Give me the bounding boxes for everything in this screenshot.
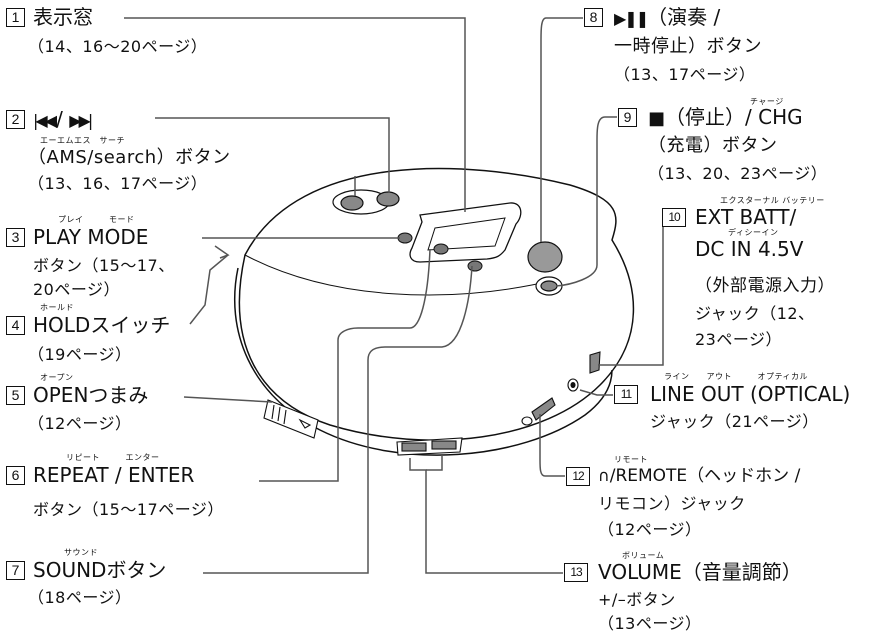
label-8-desc: 一時停止）ボタン <box>614 36 762 57</box>
label-9-ruby: チャージ <box>750 97 784 106</box>
label-13-number: 13 <box>564 563 588 582</box>
label-9-text: （停止）/ CHG <box>665 105 803 129</box>
label-12-pages: （12ページ） <box>598 520 702 539</box>
label-4-pages: （19ページ） <box>28 345 132 364</box>
play-stop-buttons <box>527 241 563 296</box>
label-7-ruby: サウンド <box>64 548 98 557</box>
side-jacks <box>567 351 601 392</box>
label-12-desc: リモコン）ジャック <box>598 494 746 513</box>
label-5-ruby: オープン <box>40 373 74 382</box>
label-9-pages: （13、20、23ページ） <box>648 164 828 183</box>
label-11-ruby: ライン アウト オプティカル <box>664 372 809 381</box>
stop-square-icon: ■ <box>648 108 666 129</box>
label-4-number: 4 <box>6 316 25 335</box>
skip-prev-next-icon: |◀◀ <box>33 111 57 130</box>
label-2-number: 2 <box>6 110 25 129</box>
label-3-number: 3 <box>6 228 25 247</box>
label-5-number: 5 <box>6 386 25 405</box>
label-9-title: ■（停止）/ CHG <box>648 106 803 130</box>
label-6-ruby: リピート エンター <box>66 453 160 462</box>
label-11-number: 11 <box>614 385 638 404</box>
leader-lines <box>124 17 664 574</box>
label-2-title: |◀◀ / ▶▶| <box>33 107 93 132</box>
label-8-text: （演奏 / <box>647 5 721 29</box>
label-10-desc: （外部電源入力） <box>695 276 835 296</box>
open-slider <box>263 399 319 439</box>
label-3-pages: 20ページ） <box>33 280 121 299</box>
label-7-title: SOUNDボタン <box>33 558 167 582</box>
label-12-ruby: リモート <box>614 455 648 464</box>
label-4-ruby: ホールド <box>40 303 74 312</box>
label-1-number: 1 <box>6 8 25 27</box>
label-2-desc: （AMS/search）ボタン <box>28 147 231 168</box>
label-9-desc: （充電）ボタン <box>648 135 778 156</box>
label-6-title: REPEAT / ENTER <box>33 463 195 487</box>
label-6-number: 6 <box>6 466 25 485</box>
skip-next-icon: ▶▶| <box>69 111 93 130</box>
label-13-ruby: ボリューム <box>622 551 665 560</box>
label-13-desc: +/–ボタン <box>598 590 676 609</box>
label-10-pages: 23ページ） <box>695 330 783 349</box>
label-3-ruby: プレイ モード <box>58 215 135 224</box>
label-11-title: LINE OUT (OPTICAL) <box>650 382 851 406</box>
label-10-desc2: ジャック（12、 <box>695 304 815 323</box>
label-4-title: HOLDスイッチ <box>33 313 171 337</box>
headphone-icon: ∩ <box>598 466 610 485</box>
label-10-number: 10 <box>662 208 686 227</box>
ams-buttons <box>332 189 400 215</box>
label-11-desc: ジャック（21ページ） <box>650 412 819 431</box>
remote-jack <box>521 397 556 426</box>
label-8-number: 8 <box>584 8 603 27</box>
label-13-pages: （13ページ） <box>598 614 702 633</box>
label-10-title2: DC IN 4.5V <box>695 237 804 261</box>
label-3-desc: ボタン（15～17、 <box>33 256 175 275</box>
label-10-ruby: エクスターナル バッテリー <box>720 196 825 205</box>
label-12-title: ∩/REMOTE（ヘッドホン / <box>598 465 800 487</box>
label-2-ruby: エーエムエス サーチ <box>40 136 125 145</box>
label-8-pages: （13、17ページ） <box>614 65 756 84</box>
label-8-title: ▶❚❚（演奏 / <box>614 6 720 30</box>
label-9-number: 9 <box>618 108 637 127</box>
label-1-title: 表示窓 <box>33 5 93 29</box>
label-6-desc: ボタン（15～17ページ） <box>33 500 224 519</box>
label-12-number: 12 <box>566 467 590 486</box>
volume-buttons <box>396 437 463 456</box>
label-7-pages: （18ページ） <box>28 588 132 607</box>
label-12-text: /REMOTE（ヘッドホン / <box>609 466 801 486</box>
label-7-number: 7 <box>6 561 25 580</box>
label-1-pages: （14、16～20ページ） <box>28 37 208 56</box>
label-10-ruby2: ディシーイン <box>728 228 779 237</box>
play-pause-icon: ▶❚❚ <box>614 9 649 28</box>
label-2-pages: （13、16、17ページ） <box>28 174 208 193</box>
label-2-slash: / <box>56 107 70 131</box>
label-3-title: PLAY MODE <box>33 225 149 249</box>
label-13-title: VOLUME（音量調節） <box>598 560 802 584</box>
label-5-title: OPENつまみ <box>33 383 149 407</box>
label-5-pages: （12ページ） <box>28 414 132 433</box>
label-10-title: EXT BATT/ <box>695 205 797 229</box>
